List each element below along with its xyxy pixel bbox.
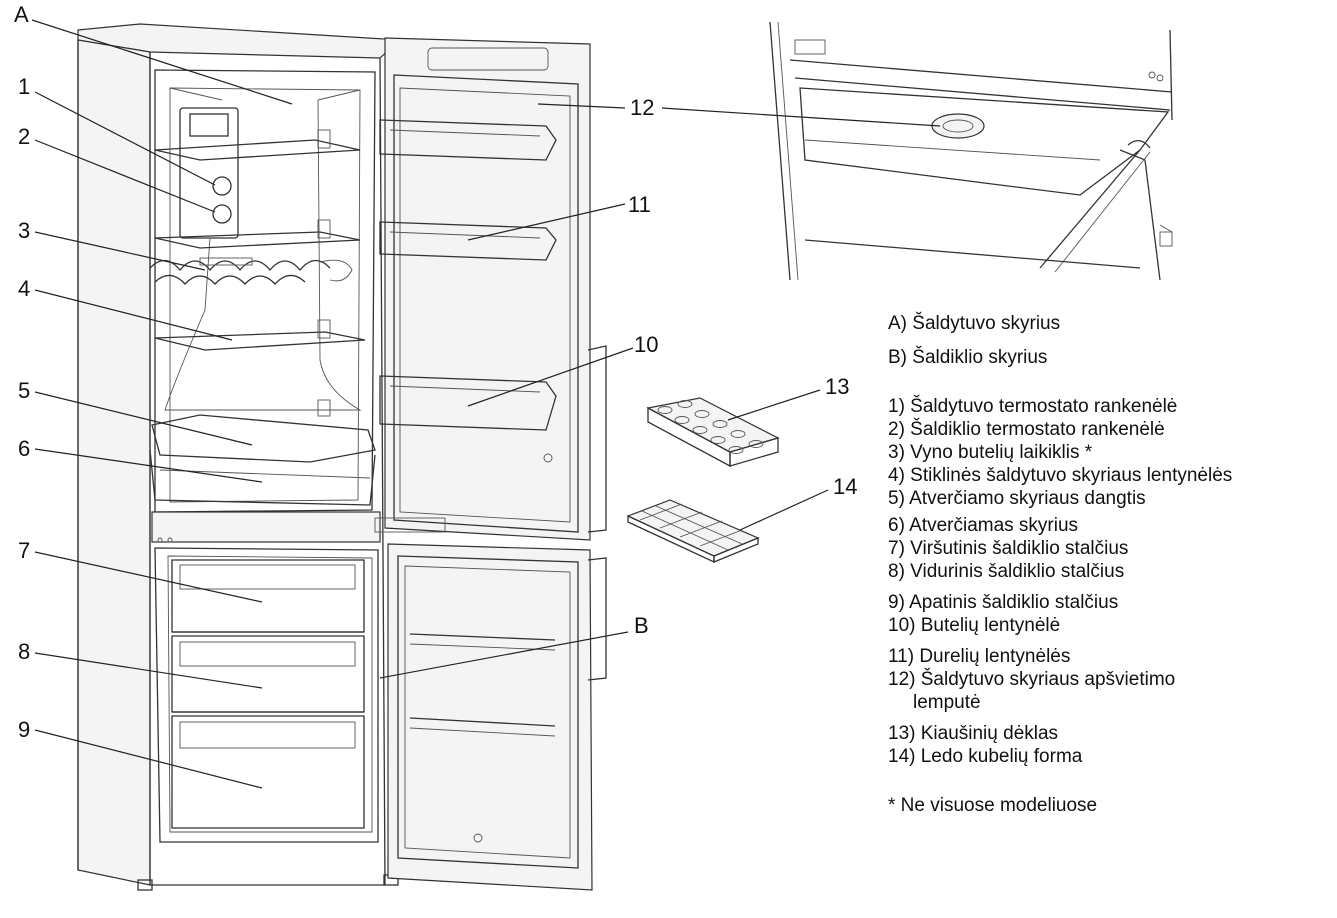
legend-item-5: 5) Atverčiamo skyriaus dangtis bbox=[888, 488, 1146, 509]
legend-footnote: * Ne visuose modeliuose bbox=[888, 795, 1098, 816]
callout-3: 3 bbox=[18, 218, 30, 243]
egg-tray-illustration bbox=[646, 397, 780, 468]
legend-item-14: 14) Ledo kubelių forma bbox=[888, 746, 1083, 767]
legend-item-1: 1) Šaldytuvo termostato rankenėlė bbox=[888, 396, 1178, 417]
legend-item-8: 8) Vidurinis šaldiklio stalčius bbox=[888, 561, 1125, 582]
legend-item-12-cont: lemputė bbox=[913, 692, 981, 713]
callout-13: 13 bbox=[825, 374, 849, 399]
legend: A) Šaldytuvo skyrius B) Šaldiklio skyriu… bbox=[888, 312, 1333, 817]
callout-11: 11 bbox=[628, 192, 651, 217]
callout-5: 5 bbox=[18, 378, 30, 403]
ice-tray-illustration bbox=[626, 499, 760, 564]
callout-10: 10 bbox=[634, 332, 658, 357]
callout-1: 1 bbox=[18, 74, 30, 99]
legend-item-11: 11) Durelių lentynėlės bbox=[888, 646, 1071, 667]
callout-labels: A 1 2 3 4 5 6 7 8 9 12 11 10 13 14 B bbox=[14, 2, 857, 742]
freezer-compartment bbox=[154, 547, 379, 843]
callout-A: A bbox=[14, 2, 29, 27]
legend-section-a: A) Šaldytuvo skyrius bbox=[888, 313, 1061, 334]
callout-9: 9 bbox=[18, 717, 30, 742]
freezer-door bbox=[387, 543, 607, 891]
legend-item-12: 12) Šaldytuvo skyriaus apšvietimo bbox=[888, 669, 1176, 690]
light-detail-illustration bbox=[769, 21, 1173, 281]
legend-item-9: 9) Apatinis šaldiklio stalčius bbox=[888, 592, 1119, 613]
leader-lines bbox=[31, 19, 941, 789]
fridge-cabinet bbox=[77, 23, 402, 891]
legend-item-10: 10) Butelių lentynėlė bbox=[888, 615, 1061, 636]
legend-item-3: 3) Vyno butelių laikiklis * bbox=[888, 442, 1093, 463]
callout-12: 12 bbox=[630, 95, 654, 120]
callout-7: 7 bbox=[18, 538, 30, 563]
legend-item-4: 4) Stiklinės šaldytuvo skyriaus lentynėl… bbox=[888, 465, 1233, 486]
callout-6: 6 bbox=[18, 436, 30, 461]
legend-item-2: 2) Šaldiklio termostato rankenėlė bbox=[888, 419, 1165, 440]
callout-4: 4 bbox=[18, 276, 30, 301]
legend-item-6: 6) Atverčiamas skyrius bbox=[888, 515, 1079, 536]
callout-2: 2 bbox=[18, 124, 30, 149]
legend-section-b: B) Šaldiklio skyrius bbox=[888, 347, 1048, 368]
callout-8: 8 bbox=[18, 639, 30, 664]
fridge-compartment bbox=[149, 69, 381, 543]
fridge-door bbox=[374, 37, 607, 541]
legend-item-7: 7) Viršutinis šaldiklio stalčius bbox=[888, 538, 1129, 559]
callout-B: B bbox=[634, 613, 649, 638]
callout-14: 14 bbox=[833, 474, 857, 499]
legend-item-13: 13) Kiaušinių dėklas bbox=[888, 723, 1059, 744]
